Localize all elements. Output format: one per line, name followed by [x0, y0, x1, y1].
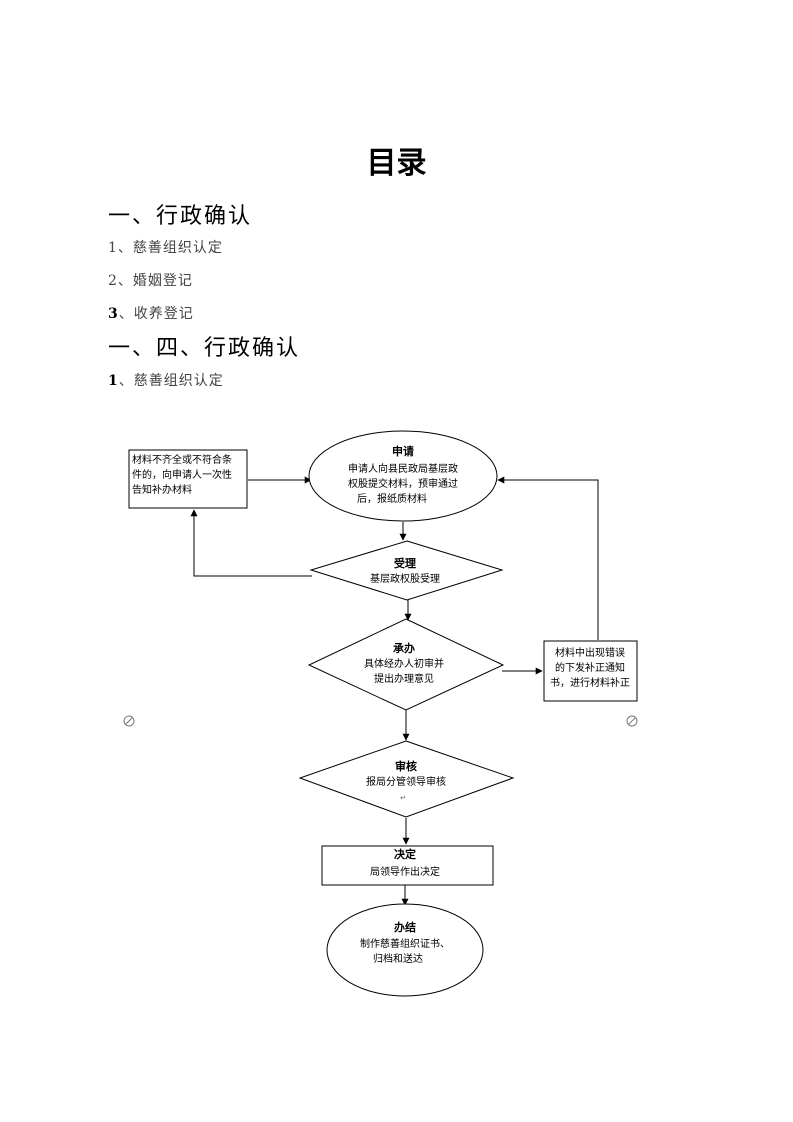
- decide-node: [321, 845, 494, 886]
- apply-line-1: 申请人向县民政局基层政: [348, 462, 458, 475]
- review-line-1: 报局分管领导审核: [366, 775, 446, 788]
- paragraph-mark: ↵: [400, 794, 406, 802]
- arrow-accept-to-reject: [190, 509, 312, 577]
- handle-line-2: 提出办理意见: [374, 672, 434, 685]
- accept-line-1: 基层政权股受理: [370, 572, 440, 585]
- complete-line-1: 制作慈善组织证书、: [360, 937, 450, 950]
- complete-line-2: 归档和送达: [373, 952, 423, 965]
- review-node: [298, 740, 515, 818]
- flow-connectors: [190, 476, 599, 906]
- handle-line-1: 具体经办人初审并: [364, 657, 444, 670]
- apply-node: [308, 430, 498, 522]
- toc-item-text: 、收养登记: [118, 306, 194, 322]
- subsection-charity-recognition: 1、慈善组织认定: [108, 370, 224, 390]
- apply-title: 申请: [392, 444, 414, 458]
- anchor-icon: [123, 715, 135, 727]
- handle-node: [307, 618, 505, 711]
- accept-node: [309, 540, 504, 601]
- apply-line-2: 权股提交材料，预审通过: [348, 477, 458, 490]
- toc-item-adoption-registration: 3、收养登记: [108, 303, 194, 323]
- reject-node: [128, 449, 248, 509]
- toc-item-charity-recognition: 1、慈善组织认定: [108, 240, 223, 256]
- complete-title: 办结: [394, 920, 416, 934]
- decide-line-1: 局领导作出决定: [370, 865, 440, 878]
- apply-line-3: 后，报纸质材料: [357, 492, 427, 505]
- correct-line-3: 书，进行材料补正: [550, 676, 630, 689]
- reject-line-1: 材料不齐全或不符合条: [132, 453, 232, 466]
- subsection-text: 、慈善组织认定: [118, 373, 224, 389]
- page-title: 目录: [366, 146, 427, 181]
- section-heading-administrative-confirmation: 一、行政确认: [108, 204, 253, 229]
- arrow-correct-to-apply: [497, 476, 599, 640]
- accept-title: 受理: [394, 556, 416, 570]
- complete-node: [326, 903, 484, 997]
- correct-node: [543, 640, 638, 702]
- review-title: 审核: [395, 759, 417, 773]
- handle-title: 承办: [393, 641, 415, 655]
- toc-item-marriage-registration: 2、婚姻登记: [108, 273, 193, 289]
- anchor-icon: [626, 715, 638, 727]
- toc-item-number: 3: [108, 306, 119, 322]
- correct-line-2: 的下发补正通知: [555, 661, 625, 674]
- reject-line-3: 告知补办材料: [132, 483, 192, 496]
- decide-title: 决定: [394, 847, 416, 861]
- correct-line-1: 材料中出现错误: [555, 646, 625, 659]
- section-heading-four: 一、四、行政确认: [108, 336, 301, 361]
- reject-line-2: 件的，向申请人一次性: [132, 468, 232, 481]
- subsection-number: 1: [108, 373, 119, 389]
